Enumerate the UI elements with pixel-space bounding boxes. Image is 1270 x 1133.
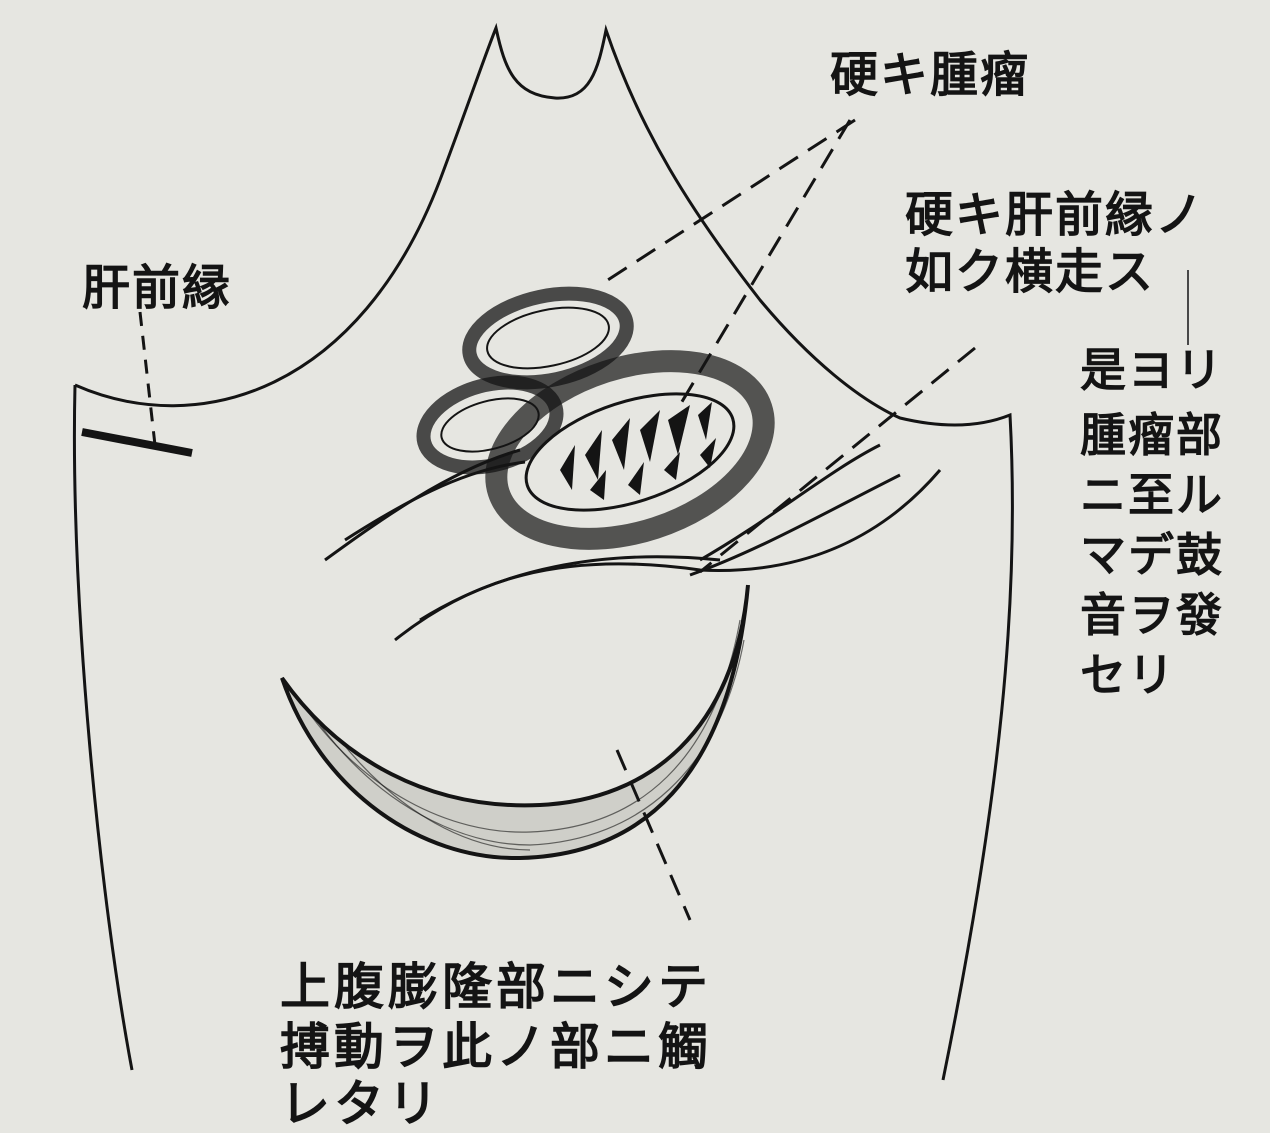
right-note-line-1: 是ヨリ [1080, 345, 1224, 395]
right-note-line-6: セリ [1080, 650, 1176, 700]
label-hard-liver-edge-2: 如ク横走ス [905, 242, 1155, 302]
liver-edge-leader [140, 312, 155, 445]
crescent-organ [282, 585, 748, 858]
right-note-line-3: ニ至ル [1080, 470, 1224, 520]
bottom-note-line-1: 上腹膨隆部ニシテ [280, 958, 712, 1016]
torso-left-side [74, 385, 132, 1070]
label-tumor: 硬キ腫瘤 [830, 45, 1030, 105]
right-note-line-5: 音ヲ發 [1080, 590, 1224, 640]
label-hard-liver-edge-1: 硬キ肝前縁ノ [905, 185, 1205, 245]
label-liver-edge: 肝前縁 [82, 258, 232, 318]
torso-outline [75, 28, 1012, 1080]
bottom-note-line-2: 搏動ヲ此ノ部ニ觸 [280, 1018, 712, 1076]
bottom-note-line-3: レタリ [280, 1075, 442, 1133]
right-note-line-2: 腫瘤部 [1080, 410, 1224, 460]
right-note-line-4: マデ鼓 [1080, 530, 1224, 580]
liver-edge-mark [82, 432, 192, 453]
